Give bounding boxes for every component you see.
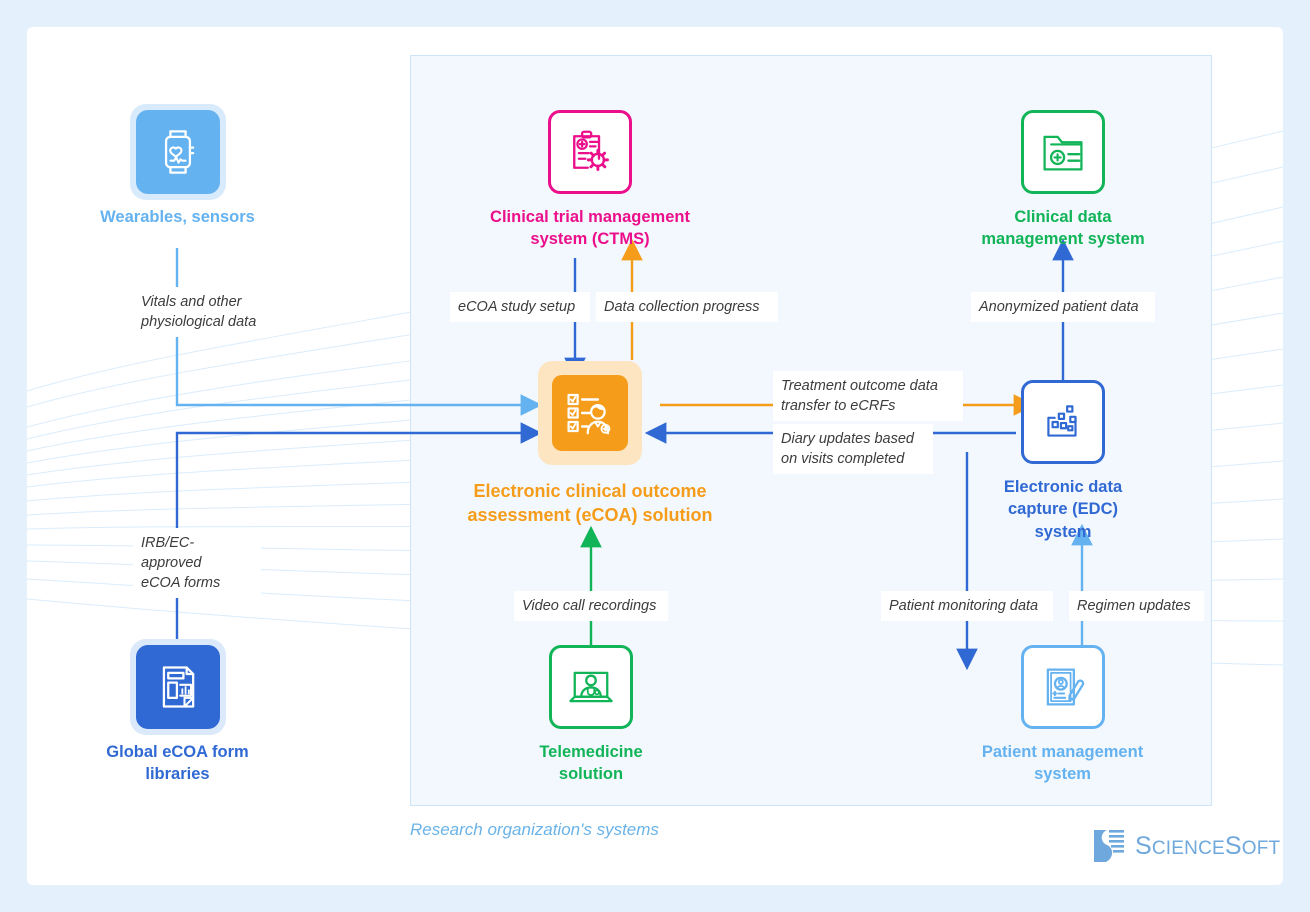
node-label-telemedicine: Telemedicine solution — [539, 743, 643, 784]
node-ctms[interactable]: Clinical trial management system (CTMS) — [470, 110, 710, 251]
edge-label-ecoa-setup: eCOA study setup — [450, 292, 590, 322]
node-form-libraries[interactable]: Global eCOA form libraries — [95, 639, 260, 786]
folder-plus-icon — [1021, 110, 1105, 194]
video-consult-icon — [549, 645, 633, 729]
sciencesoft-wordmark: SCIENCESOFT — [1135, 831, 1281, 860]
node-label-ecoa: Electronic clinical outcome assessment (… — [467, 481, 713, 526]
node-cdms[interactable]: Clinical data management system — [963, 110, 1163, 251]
checklist-clinician-icon — [552, 375, 628, 451]
data-capture-icon — [1021, 380, 1105, 464]
edge-label-vitals: Vitals and other physiological data — [133, 287, 271, 337]
edge-label-diary-updates: Diary updates based on visits completed — [773, 424, 933, 474]
smartwatch-icon — [135, 110, 220, 194]
node-patient-management[interactable]: Patient management system — [970, 645, 1155, 786]
edge-label-regimen-updates: Regimen updates — [1069, 591, 1204, 621]
node-label-form-libraries: Global eCOA form libraries — [106, 743, 249, 784]
patient-record-pencil-icon — [1020, 645, 1105, 729]
node-label-cdms: Clinical data management system — [981, 208, 1145, 249]
edge-label-irb-forms: IRB/EC-approved eCOA forms — [133, 528, 261, 598]
edge-label-anonymized: Anonymized patient data — [971, 292, 1155, 322]
panel-title: Research organization's systems — [410, 820, 659, 839]
sciencesoft-mark-icon — [1094, 830, 1124, 862]
node-label-ctms: Clinical trial management system (CTMS) — [490, 208, 690, 249]
clipboard-gear-icon — [548, 110, 632, 194]
edge-label-patient-monitoring: Patient monitoring data — [881, 591, 1053, 621]
edge-label-treatment-outcome: Treatment outcome data transfer to eCRFs — [773, 371, 963, 421]
node-telemedicine[interactable]: Telemedicine solution — [511, 645, 671, 786]
edge-label-video-recordings: Video call recordings — [514, 591, 668, 621]
document-form-icon — [135, 645, 220, 729]
node-edc[interactable]: Electronic data capture (EDC) system — [983, 380, 1143, 543]
edge-label-data-progress: Data collection progress — [596, 292, 778, 322]
node-label-patient-management: Patient management system — [981, 743, 1144, 784]
node-wearables[interactable]: Wearables, sensors — [95, 104, 260, 228]
node-label-wearables: Wearables, sensors — [100, 208, 255, 226]
sciencesoft-logo: SCIENCESOFT — [1092, 828, 1280, 864]
node-label-edc: Electronic data capture (EDC) system — [1003, 478, 1123, 541]
node-ecoa[interactable]: Electronic clinical outcome assessment (… — [445, 361, 735, 528]
